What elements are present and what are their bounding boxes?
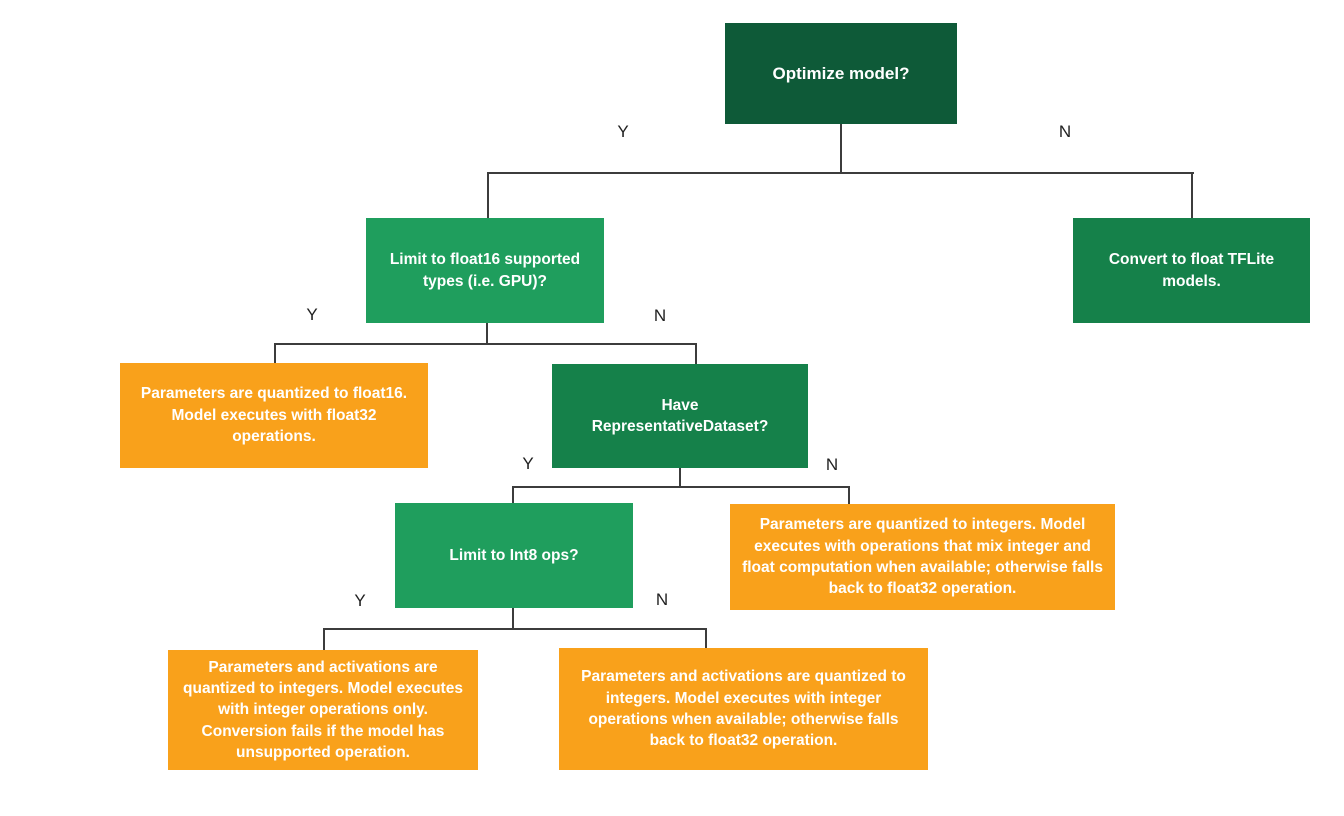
label-dataset-yes: Y <box>522 454 534 473</box>
node-integer-only-label: Parameters and activations are quantized… <box>183 658 463 762</box>
node-integer-fallback-float32-label: Parameters and activations are quantized… <box>581 668 906 750</box>
edge-float16-yes-drop <box>274 343 276 363</box>
label-float16-no: N <box>653 306 667 325</box>
edge-optimize-yes-drop <box>487 172 489 218</box>
node-limit-float16: Limit to float16 supported types (i.e. G… <box>366 218 604 323</box>
label-int8-yes: Y <box>354 591 366 610</box>
edge-dataset-yes-drop <box>512 486 514 503</box>
node-convert-float-tflite-label: Convert to float TFLite models. <box>1108 251 1275 290</box>
node-mixed-integer-float: Parameters are quantized to integers. Mo… <box>730 504 1115 610</box>
node-limit-float16-label: Limit to float16 supported types (i.e. G… <box>389 251 581 290</box>
edge-float16-branch <box>274 343 697 345</box>
node-optimize-model: Optimize model? <box>725 23 957 124</box>
edge-int8-stem <box>512 608 514 628</box>
edge-int8-yes-drop <box>323 628 325 650</box>
edge-int8-no-drop <box>705 628 707 648</box>
node-have-representative-dataset-label: Have RepresentativeDataset? <box>591 396 769 435</box>
node-convert-float-tflite: Convert to float TFLite models. <box>1073 218 1310 323</box>
node-quantized-float16: Parameters are quantized to float16. Mod… <box>120 363 428 468</box>
edge-optimize-no-drop <box>1191 172 1193 218</box>
label-int8-no: N <box>655 590 669 609</box>
label-optimize-no: N <box>1058 122 1072 141</box>
edge-optimize-stem <box>840 124 842 172</box>
node-limit-int8-label: Limit to Int8 ops? <box>449 546 579 564</box>
node-quantized-float16-label: Parameters are quantized to float16. Mod… <box>140 385 408 446</box>
edge-float16-stem <box>486 323 488 343</box>
node-optimize-model-label: Optimize model? <box>772 63 910 83</box>
label-float16-yes: Y <box>306 305 318 324</box>
edge-int8-branch <box>323 628 707 630</box>
edge-dataset-branch <box>512 486 850 488</box>
node-have-representative-dataset: Have RepresentativeDataset? <box>552 364 808 468</box>
node-mixed-integer-float-label: Parameters are quantized to integers. Mo… <box>742 516 1103 598</box>
edge-float16-no-drop <box>695 343 697 364</box>
edge-dataset-no-drop <box>848 486 850 504</box>
node-integer-only: Parameters and activations are quantized… <box>168 650 478 770</box>
node-limit-int8: Limit to Int8 ops? <box>395 503 633 608</box>
node-integer-fallback-float32: Parameters and activations are quantized… <box>559 648 928 770</box>
edge-dataset-stem <box>679 468 681 486</box>
label-dataset-no: N <box>825 455 839 474</box>
edge-optimize-branch <box>488 172 1194 174</box>
label-optimize-yes: Y <box>617 122 629 141</box>
